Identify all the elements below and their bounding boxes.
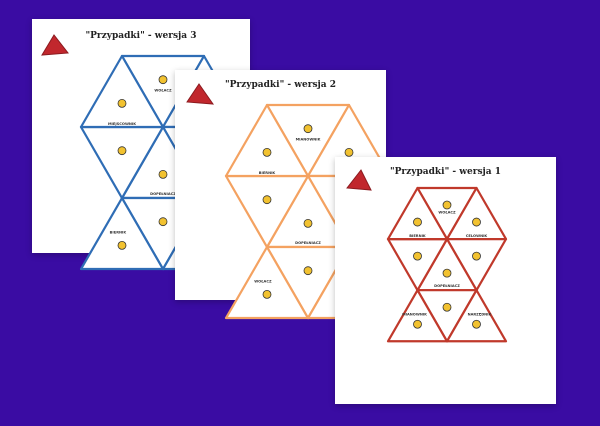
- puzzle-tile: [79, 54, 165, 129]
- triangle-marker-icon: [186, 83, 215, 105]
- bee-icon: [158, 75, 168, 85]
- case-label: DOPEŁNIACZ: [434, 284, 460, 288]
- bee-icon: [117, 146, 127, 156]
- triangle-marker-icon: [41, 34, 69, 56]
- sheet-title: "Przypadki" - wersja 2: [224, 80, 337, 90]
- bee-icon: [442, 302, 452, 312]
- puzzle-tile: [224, 245, 310, 320]
- case-label: MIEJSCOWNIK: [108, 122, 136, 126]
- sheet-wersja-1: "Przypadki" - wersja 1 BIERNIK CELOWNIK DO…: [335, 157, 556, 404]
- bee-icon: [442, 268, 452, 278]
- case-label: MIANOWNIK: [402, 313, 427, 317]
- bee-icon: [117, 98, 127, 108]
- bee-icon: [472, 319, 481, 329]
- bee-icon: [303, 218, 313, 228]
- bee-icon: [262, 147, 272, 157]
- bee-icon: [344, 147, 354, 157]
- bee-icon: [158, 217, 168, 227]
- triangle-marker-icon: [346, 169, 372, 191]
- case-label: BIERNIK: [409, 234, 426, 238]
- bee-icon: [472, 251, 481, 261]
- case-label: CELOWNIK: [466, 234, 488, 238]
- case-label: DOPEŁNIACZ: [295, 241, 321, 245]
- bee-icon: [117, 240, 127, 250]
- puzzle-tile: [386, 186, 449, 241]
- puzzle-tile: [386, 289, 449, 343]
- case-label: WOŁACZ: [254, 280, 272, 284]
- bee-icon: [413, 251, 422, 261]
- case-label: MIANOWNIK: [296, 138, 321, 142]
- puzzle-tile: [445, 289, 508, 343]
- puzzle-tile: [224, 103, 310, 178]
- bee-icon: [262, 195, 272, 205]
- bee-icon: [303, 124, 313, 134]
- bee-icon: [303, 266, 313, 276]
- case-label: WOŁACZ: [154, 89, 172, 93]
- puzzle-wersja-1: BIERNIK CELOWNIK DOPEŁNIACZ MIANOWNIK NARZĘD…: [386, 186, 508, 343]
- case-label: WOŁACZ: [438, 211, 456, 215]
- sheet-title: "Przypadki" - wersja 1: [389, 167, 502, 177]
- bee-icon: [413, 217, 422, 227]
- sheet-title: "Przypadki" - wersja 3: [85, 31, 197, 41]
- puzzle-tile: [79, 196, 165, 271]
- case-label: DOPEŁNIACZ: [150, 192, 176, 196]
- bee-icon: [413, 319, 422, 329]
- bee-icon: [442, 200, 452, 210]
- case-label: NARZĘDNIK: [468, 313, 492, 317]
- bee-icon: [262, 289, 272, 299]
- case-label: BIERNIK: [110, 231, 127, 235]
- bee-icon: [158, 169, 168, 179]
- bee-icon: [472, 217, 481, 227]
- case-label: BIERNIK: [259, 171, 276, 175]
- sheet-wersja-2: "Przypadki" - wersja 2 BIERNIKCELOWNIKDO…: [175, 70, 392, 320]
